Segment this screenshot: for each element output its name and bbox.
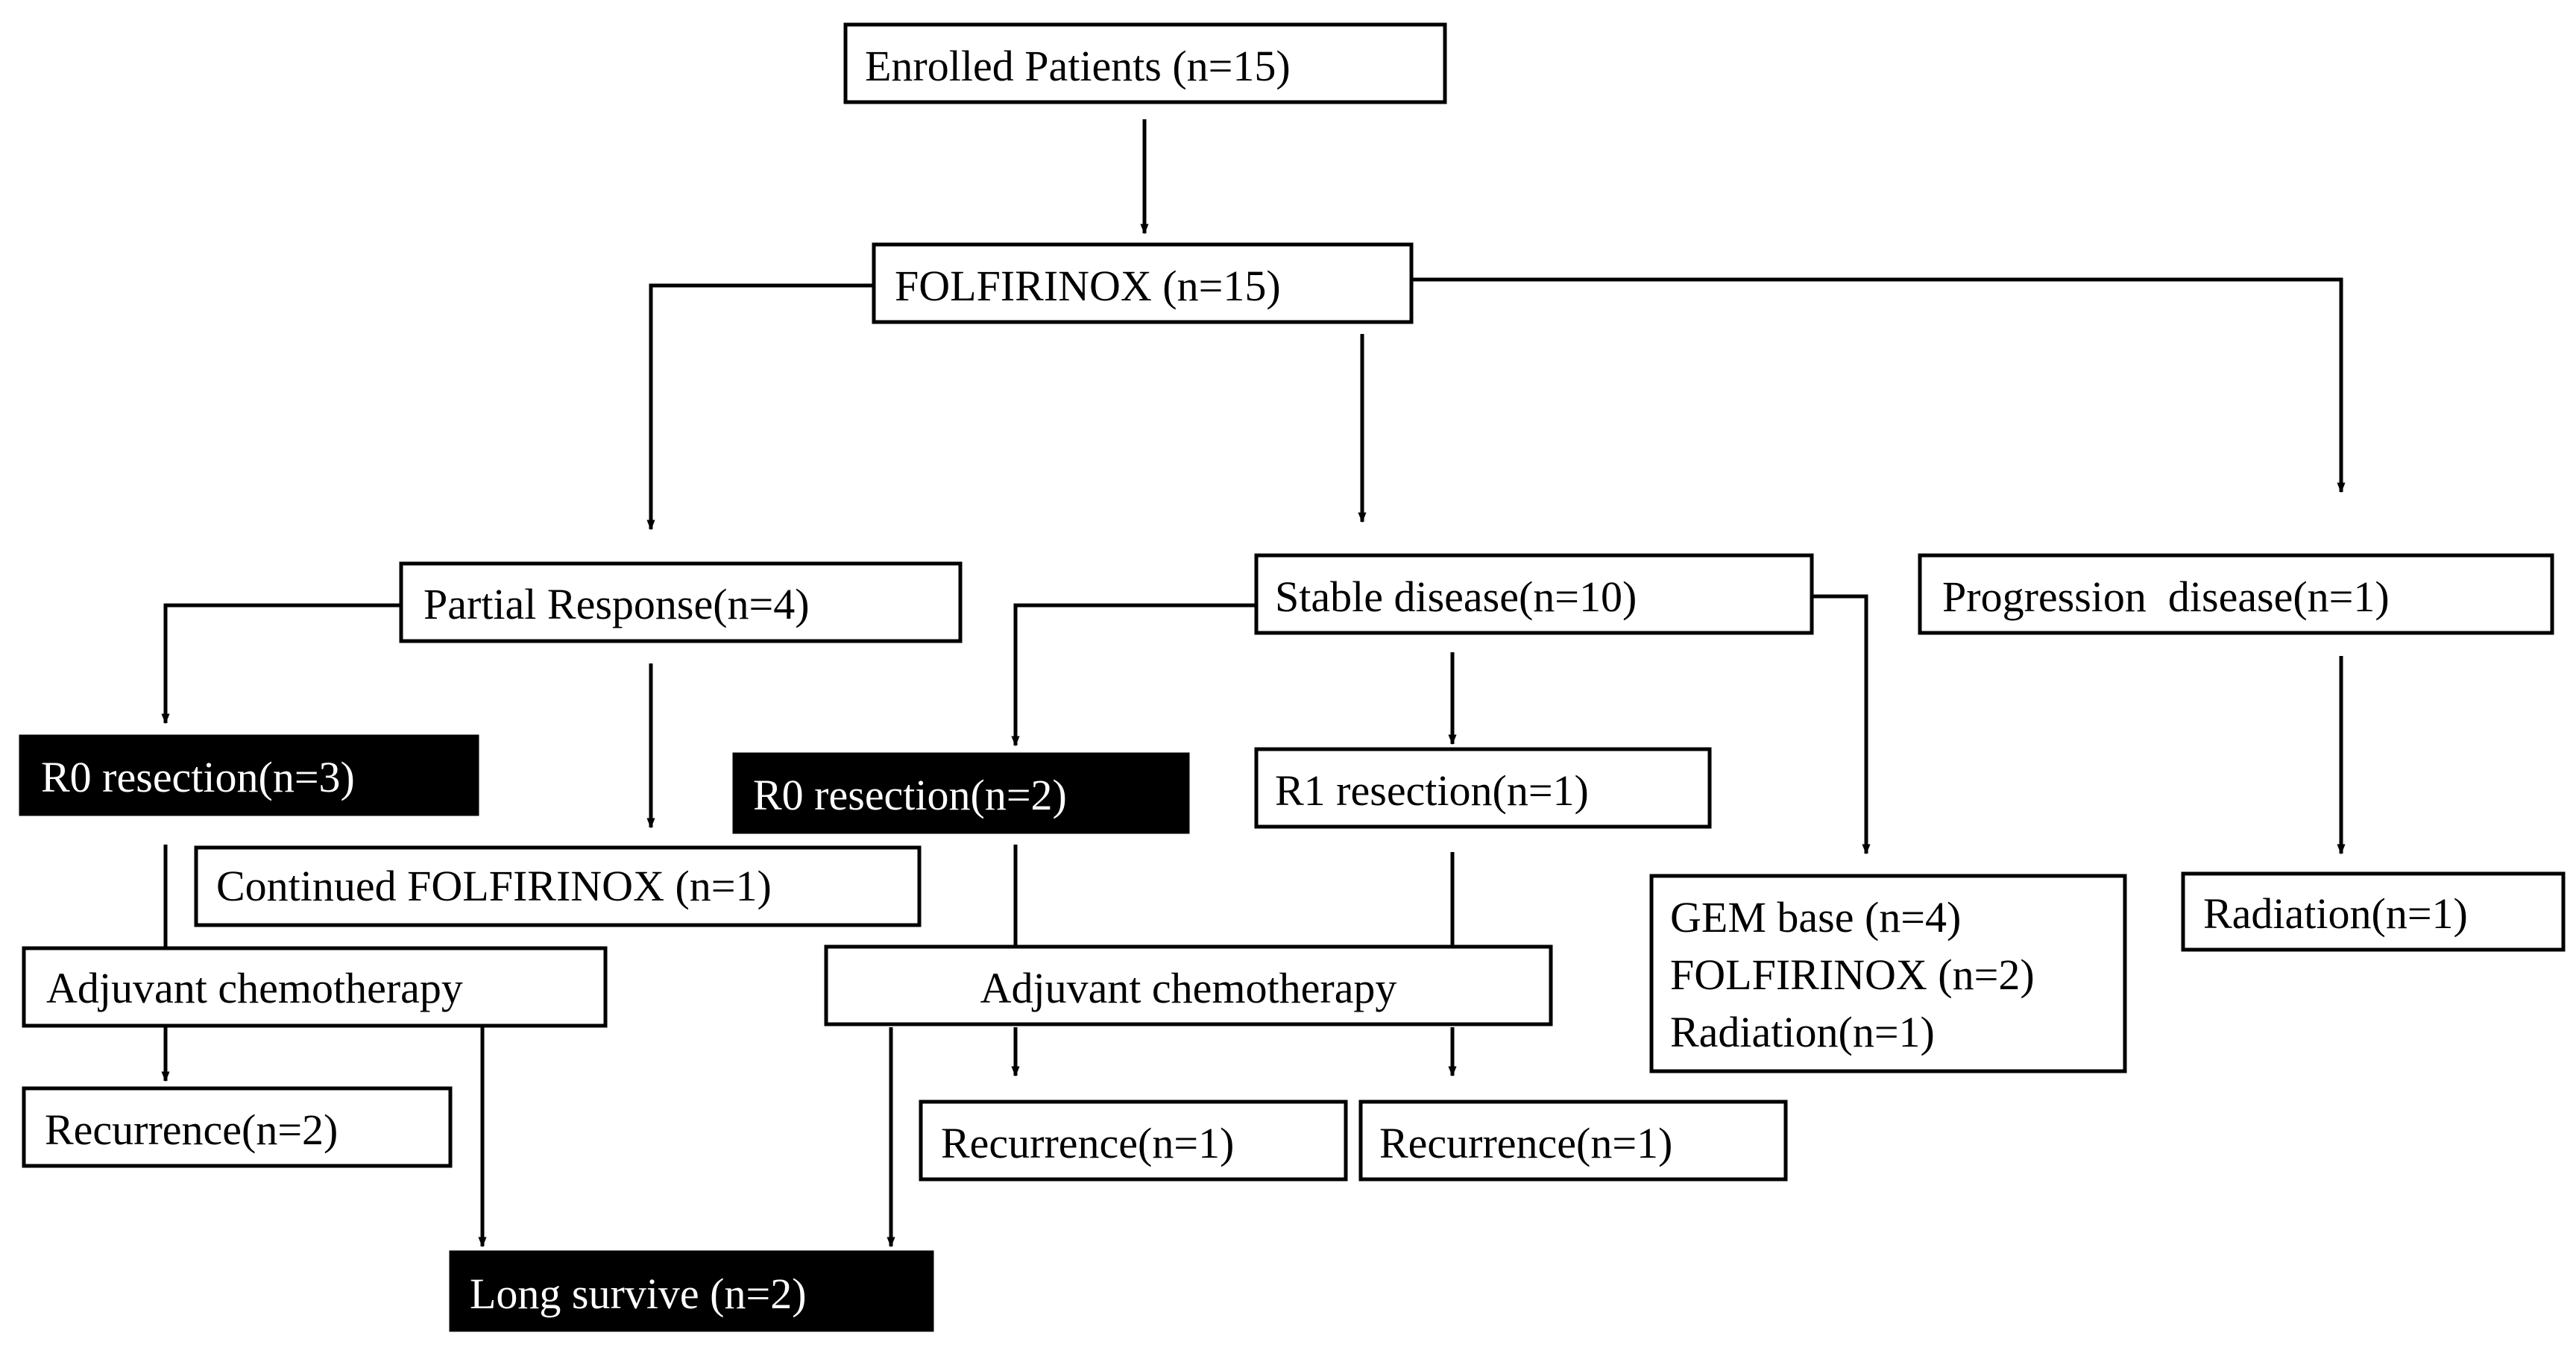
node-pr-adjuvant: Adjuvant chemotherapy xyxy=(22,946,608,1028)
arrow-partial-response-to-r0-resection xyxy=(161,603,401,725)
node-pr-recurrence: Recurrence(n=2) xyxy=(22,1086,453,1168)
node-pr-r0-resection: R0 resection(n=3) xyxy=(19,734,479,816)
node-pd-radiation: Radiation(n=1) xyxy=(2181,871,2566,952)
node-stable-disease: Stable disease(n=10) xyxy=(1254,553,1814,635)
node-sd-recurrence-r0: Recurrence(n=1) xyxy=(919,1100,1348,1182)
node-sd-adjuvant-label: Adjuvant chemotherapy xyxy=(980,964,1397,1012)
node-sd-adjuvant: Adjuvant chemotherapy xyxy=(824,944,1553,1026)
node-sd-r0-resection-label: R0 resection(n=2) xyxy=(753,771,1067,819)
node-long-survive-label: Long survive (n=2) xyxy=(470,1269,807,1318)
node-sd-recurrence-r1-label: Recurrence(n=1) xyxy=(1379,1119,1672,1167)
node-enrolled: Enrolled Patients (n=15) xyxy=(843,22,1447,104)
node-progression-disease-label: Progression disease(n=1) xyxy=(1942,573,2390,621)
node-sd-r1-resection: R1 resection(n=1) xyxy=(1254,747,1712,829)
node-pd-radiation-label: Radiation(n=1) xyxy=(2203,889,2468,938)
node-sd-other-lines-gem: GEM base (n=4) xyxy=(1670,893,1961,941)
node-pr-r0-resection-label: R0 resection(n=3) xyxy=(41,753,355,801)
node-partial-response: Partial Response(n=4) xyxy=(399,561,963,643)
node-sd-other-lines-radiation: Radiation(n=1) xyxy=(1670,1008,1935,1056)
node-partial-response-label: Partial Response(n=4) xyxy=(423,580,810,628)
arrow-folfirinox-to-partial-response xyxy=(646,283,874,531)
arrow-folfirinox-to-progression-disease xyxy=(1411,277,2346,493)
node-sd-r0-resection: R0 resection(n=2) xyxy=(732,752,1190,834)
node-sd-recurrence-r0-label: Recurrence(n=1) xyxy=(941,1119,1234,1167)
node-stable-disease-label: Stable disease(n=10) xyxy=(1275,573,1637,621)
node-folfirinox-label: FOLFIRINOX (n=15) xyxy=(895,262,1281,310)
node-long-survive: Long survive (n=2) xyxy=(449,1250,934,1332)
arrow-stable-disease-to-other-lines xyxy=(1812,594,1871,855)
node-sd-r1-resection-label: R1 resection(n=1) xyxy=(1275,766,1589,815)
node-pr-adjuvant-label: Adjuvant chemotherapy xyxy=(46,964,463,1012)
node-pr-continued-folfirinox-label: Continued FOLFIRINOX (n=1) xyxy=(216,862,772,910)
node-sd-other-lines: GEM base (n=4) FOLFIRINOX (n=2) Radiatio… xyxy=(1649,874,2127,1073)
arrow-stable-disease-to-r0-resection xyxy=(1011,603,1256,747)
node-progression-disease: Progression disease(n=1) xyxy=(1918,553,2554,635)
node-enrolled-label: Enrolled Patients (n=15) xyxy=(865,42,1291,90)
node-sd-other-lines-folfirinox: FOLFIRINOX (n=2) xyxy=(1670,950,2035,999)
node-pr-recurrence-label: Recurrence(n=2) xyxy=(45,1105,338,1154)
node-sd-recurrence-r1: Recurrence(n=1) xyxy=(1358,1100,1788,1182)
node-pr-continued-folfirinox: Continued FOLFIRINOX (n=1) xyxy=(194,845,922,927)
node-folfirinox: FOLFIRINOX (n=15) xyxy=(872,242,1414,324)
connectors xyxy=(161,119,2346,1248)
